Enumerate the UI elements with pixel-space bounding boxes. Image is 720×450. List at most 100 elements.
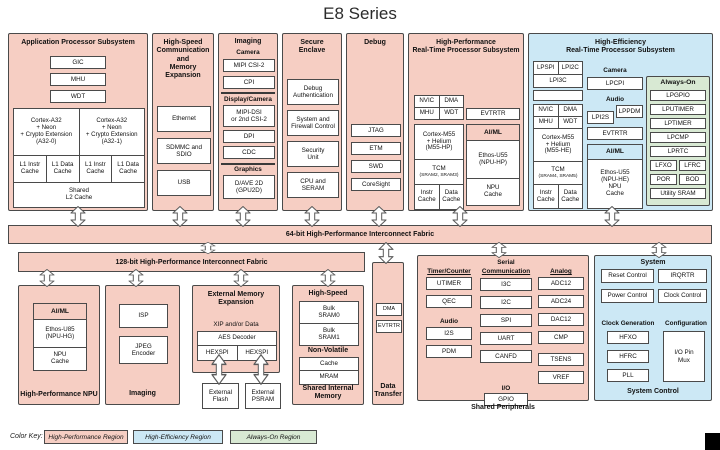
double-arrow-icon xyxy=(492,242,507,258)
double-arrow-icon xyxy=(372,206,387,227)
tcm-sub-label: (SRAM2, SRAM3) xyxy=(419,172,459,178)
analog-box: ADC12 xyxy=(538,277,584,290)
l1-cache-box: L1 Data Cache xyxy=(112,156,144,182)
double-arrow-icon xyxy=(234,269,249,287)
double-arrow-icon xyxy=(236,206,251,227)
data-transfer-label: Data Transfer xyxy=(374,382,402,398)
fabric-64-bar: 64-bit High-Performance Interconnect Fab… xyxy=(8,225,712,244)
double-arrow-icon xyxy=(453,206,468,227)
tcm-label: TCM xyxy=(432,164,446,172)
nvic-box: NVIC xyxy=(534,105,558,116)
always-on-box: LPGPIO xyxy=(650,90,706,101)
camera-section-label: Camera xyxy=(603,67,627,74)
xip-label: XIP and/or Data xyxy=(213,321,259,328)
serial-label: Serial xyxy=(497,259,515,266)
always-on-row: POR BOD xyxy=(650,174,706,185)
hp-rt-ctrl-cluster: NVIC DMA MHU WDT xyxy=(414,95,464,120)
external-psram-box: External PSRAM xyxy=(245,383,281,409)
imaging-block-label: Imaging xyxy=(129,389,156,397)
audio-box: I2S xyxy=(426,327,472,340)
shared-peripherals-label: Shared Peripherals xyxy=(471,404,535,411)
hp-rt-aiml-cluster: AI/ML Ethos-U55 (NPU-HP) NPU Cache xyxy=(466,124,520,206)
bulk-sram-box: Bulk SRAM0 xyxy=(300,302,358,323)
double-arrow-icon xyxy=(40,269,55,287)
debug-box: SWD xyxy=(351,160,401,173)
lpcpi-box: LPCPI xyxy=(587,77,643,90)
hp-rt-core-cluster: Cortex-M55 + Helium (M55-HP) TCM (SRAM2,… xyxy=(414,124,464,210)
hs-comm-box: SDMMC and SDIO xyxy=(157,138,211,164)
camera-section-label: Camera xyxy=(236,49,260,56)
tcm-label: TCM xyxy=(551,165,565,173)
reset-control-box: Reset Control xyxy=(601,269,654,283)
secure-box: System and Firewall Control xyxy=(287,110,339,136)
hs-comm-box: Ethernet xyxy=(157,106,211,132)
npu-cache-box: NPU Cache xyxy=(34,348,86,370)
always-on-title: Always-On xyxy=(660,79,696,86)
cortex-a32-core-box: Cortex-A32 + Neon + Crypto Extension (A3… xyxy=(79,109,144,155)
ext-mem-block: External Memory Expansion XIP and/or Dat… xyxy=(192,285,280,373)
debug-title: Debug xyxy=(364,39,386,46)
black-corner-rect xyxy=(705,433,720,450)
lfxo-box: LFXO xyxy=(650,160,677,171)
double-arrow-icon xyxy=(605,206,620,227)
clock-gen-box: HFRC xyxy=(607,350,649,363)
camera-box: CPI xyxy=(223,76,275,89)
hp-npu-block: AI/ML Ethos-U85 (NPU-HG) NPU Cache High-… xyxy=(18,285,100,405)
lpspi-box: LPSPI xyxy=(534,62,558,74)
nv-mem-box: Cache xyxy=(300,358,358,370)
cortex-a32-core-box: Cortex-A32 + Neon + Crypto Extension (A3… xyxy=(14,109,79,155)
double-arrow-icon xyxy=(321,269,336,287)
jpeg-encoder-box: JPEG Encoder xyxy=(119,336,168,364)
imaging-title: Imaging xyxy=(234,38,262,45)
ethos-u55-hp-box: Ethos-U55 (NPU-HP) xyxy=(467,141,519,178)
double-arrow-icon xyxy=(71,206,86,227)
npu-cache-box: NPU Cache xyxy=(467,179,519,205)
unlabeled-box xyxy=(533,90,583,101)
hexspi-box: HEXSPI xyxy=(198,346,237,360)
analog-box: VREF xyxy=(538,371,584,384)
hp-rt-title: High-Performance Real-Time Processor Sub… xyxy=(412,39,520,55)
tcm-sub-label: (SRAM4, SRAM5) xyxy=(538,173,578,179)
fabric-64-label: 64-bit High-Performance Interconnect Fab… xyxy=(285,231,435,238)
clock-control-box: Clock Control xyxy=(658,289,707,303)
aiml-header: AI/ML xyxy=(467,125,519,140)
clock-generation-label: Clock Generation xyxy=(601,320,655,327)
m55-hp-core-box: Cortex-M55 + Helium (M55-HP) xyxy=(415,125,463,159)
system-control-label: System Control xyxy=(627,387,679,395)
non-volatile-label: Non-Volatile xyxy=(307,347,349,354)
evtrtr-box: EVTRTR xyxy=(587,127,643,140)
mhu-box: MHU xyxy=(415,108,439,119)
always-on-row: LFXO LFRC xyxy=(650,160,706,171)
configuration-label: Configuration xyxy=(665,320,707,327)
he-rt-subsystem: High-Efficiency Real-Time Processor Subs… xyxy=(528,33,713,211)
key-swatch-high-performance: High-Performance Region xyxy=(44,430,128,444)
high-speed-label: High-Speed xyxy=(308,290,348,297)
lpi2c-box: LPI2C xyxy=(558,62,582,74)
hp-npu-label: High-Performance NPU xyxy=(20,390,98,398)
double-arrow-icon xyxy=(212,354,227,385)
communication-label: Communication xyxy=(481,268,531,275)
aiml-header: AI/ML xyxy=(588,145,642,159)
evtrtr-box: EVTRTR xyxy=(466,108,520,120)
l1-cache-box: L1 Instr Cache xyxy=(79,156,112,182)
ext-mem-title: External Memory Expansion xyxy=(207,291,265,307)
external-flash-box: External Flash xyxy=(202,383,239,409)
serial-box: UART xyxy=(480,332,532,345)
imaging-block: ISP JPEG Encoder Imaging xyxy=(105,285,180,405)
io-pin-mux-box: I/O Pin Mux xyxy=(663,331,705,382)
debug-box: ETM xyxy=(351,142,401,155)
double-arrow-icon xyxy=(173,206,188,227)
